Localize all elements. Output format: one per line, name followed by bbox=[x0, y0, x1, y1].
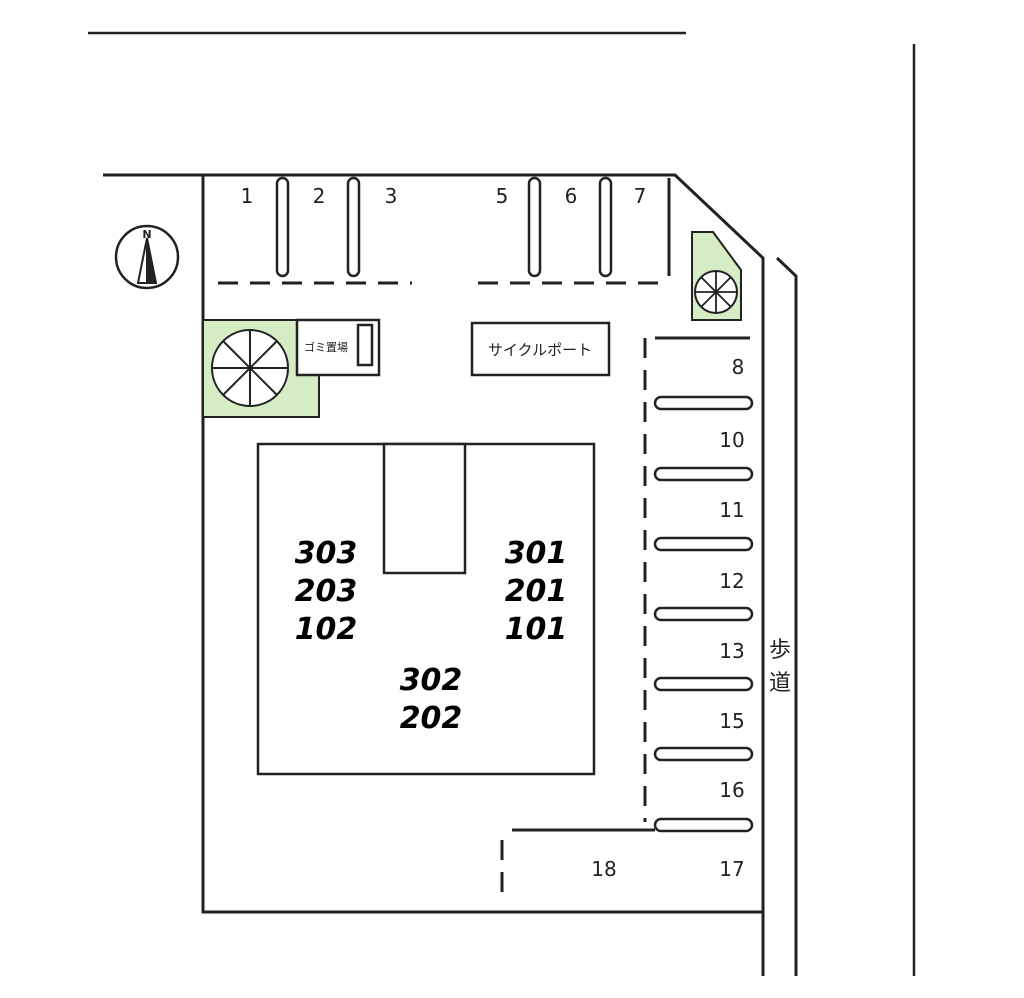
building bbox=[256, 442, 596, 776]
parking-divider bbox=[527, 176, 542, 278]
tree-icon bbox=[211, 329, 289, 407]
unit-number: 203 bbox=[295, 574, 358, 609]
parking-space-number: 6 bbox=[565, 184, 578, 208]
site-boundary-left-bottom bbox=[201, 175, 763, 914]
parking-divider bbox=[275, 176, 290, 278]
parking-space-number: 5 bbox=[496, 184, 509, 208]
unit-number: 202 bbox=[400, 701, 463, 736]
garbage-area: ゴミ置場 bbox=[295, 318, 381, 377]
tree-icon bbox=[694, 270, 738, 314]
parking-divider bbox=[653, 676, 754, 692]
parking-divider bbox=[653, 466, 754, 482]
parking-divider bbox=[653, 395, 754, 411]
parking-space-number: 1 bbox=[241, 184, 254, 208]
unit-number: 303 bbox=[295, 536, 358, 571]
sidewalk-label-2: 道 bbox=[769, 671, 791, 696]
parking-space-number: 12 bbox=[719, 569, 744, 593]
parking-divider bbox=[346, 176, 361, 278]
unit-number: 302 bbox=[400, 663, 463, 698]
cycle-port-label: サイクルポート bbox=[488, 341, 592, 359]
parking-divider bbox=[653, 536, 754, 552]
parking-space-number: 18 bbox=[591, 857, 616, 881]
cycle-port: サイクルポート bbox=[470, 321, 611, 377]
unit-number: 301 bbox=[505, 536, 568, 571]
parking-divider bbox=[598, 176, 613, 278]
garbage-label: ゴミ置場 bbox=[304, 340, 348, 354]
parking-space-number: 3 bbox=[385, 184, 398, 208]
compass-icon: N bbox=[114, 224, 180, 290]
parking-space-number: 15 bbox=[719, 709, 744, 733]
parking-space-number: 16 bbox=[719, 778, 744, 802]
sidewalk-line bbox=[775, 256, 798, 976]
unit-number: 101 bbox=[505, 612, 568, 647]
parking-divider bbox=[653, 817, 754, 833]
parking-space-number: 10 bbox=[719, 428, 744, 452]
parking-space-number: 17 bbox=[719, 857, 744, 881]
sidewalk-label-1: 歩 bbox=[769, 638, 791, 663]
parking-divider bbox=[653, 606, 754, 622]
parking-space-number: 7 bbox=[634, 184, 647, 208]
parking-space-number: 11 bbox=[719, 498, 744, 522]
parking-divider bbox=[653, 746, 754, 762]
compass-north-label: N bbox=[142, 228, 151, 241]
unit-number: 201 bbox=[505, 574, 568, 609]
parking-space-number: 8 bbox=[732, 355, 745, 379]
parking-space-number: 2 bbox=[313, 184, 326, 208]
site-boundary-top-right bbox=[103, 173, 765, 976]
unit-number: 102 bbox=[295, 612, 358, 647]
parking-space-number: 13 bbox=[719, 639, 744, 663]
